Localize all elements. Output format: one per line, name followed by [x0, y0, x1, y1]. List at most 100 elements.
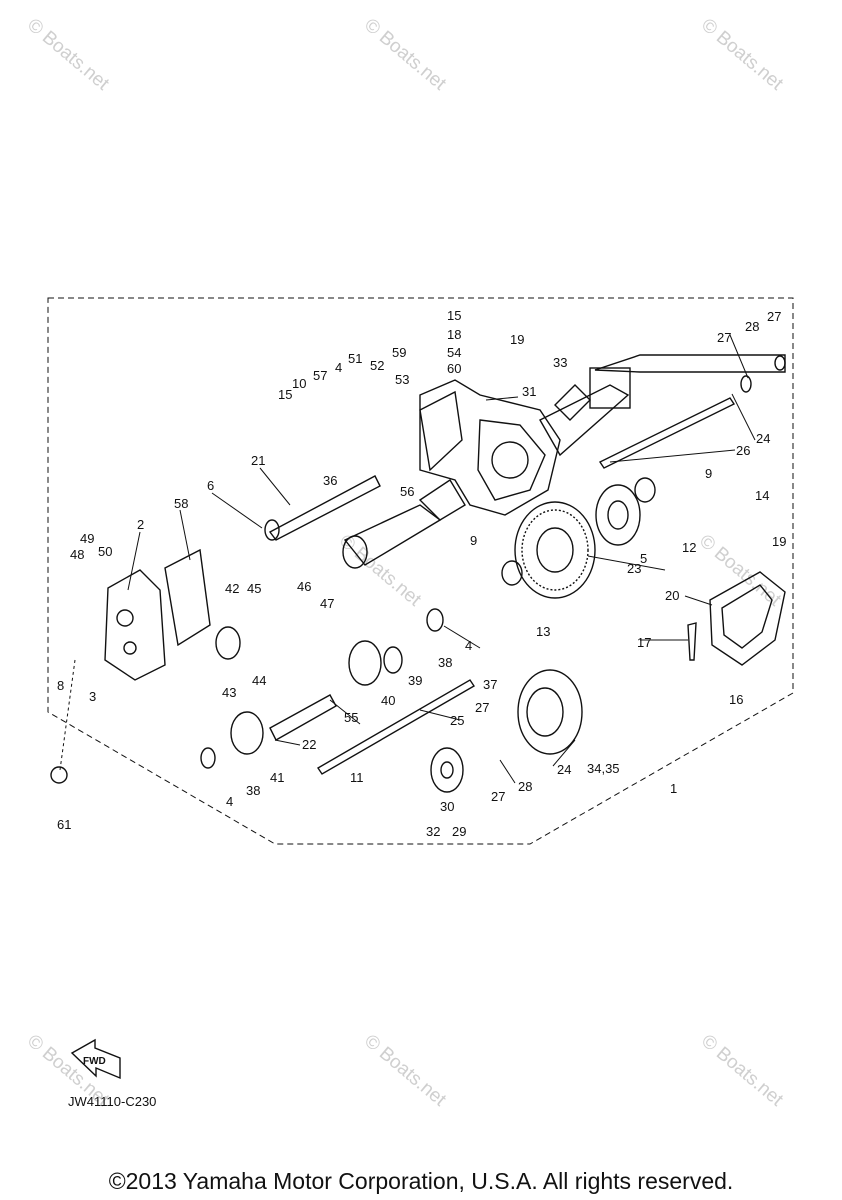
- gear-39: [383, 646, 403, 674]
- callout: 32: [426, 824, 440, 839]
- callout: 43: [222, 685, 236, 700]
- callout: 29: [452, 824, 466, 839]
- callout: 16: [729, 692, 743, 707]
- diagram-code: JW41110-C230: [68, 1094, 157, 1109]
- callout: 31: [522, 384, 536, 399]
- callout: 14: [755, 488, 769, 503]
- callout: 50: [98, 544, 112, 559]
- callout: 39: [408, 673, 422, 688]
- callout: 6: [207, 478, 214, 493]
- shaft-22: [269, 694, 337, 741]
- callout: 15: [447, 308, 461, 323]
- gear-41: [230, 711, 264, 755]
- callout: 34,35: [587, 761, 620, 776]
- callout: 59: [392, 345, 406, 360]
- callout: 20: [665, 588, 679, 603]
- callout: 12: [682, 540, 696, 555]
- callout: 52: [370, 358, 384, 373]
- callout: 13: [536, 624, 550, 639]
- callout: 3: [89, 689, 96, 704]
- rear-cover-20: [709, 571, 786, 666]
- callout: 19: [510, 332, 524, 347]
- callout: 41: [270, 770, 284, 785]
- transmission-case-cover-2: [104, 569, 166, 681]
- rear-axle-26: [598, 397, 736, 469]
- gear-42: [215, 626, 241, 660]
- bearing-4: [426, 608, 444, 632]
- output-shaft-21: [268, 475, 381, 541]
- callout: 17: [637, 635, 651, 650]
- fwd-arrow-icon: FWD: [70, 1038, 121, 1080]
- callout: 47: [320, 596, 334, 611]
- bearing-9b: [501, 560, 523, 586]
- gear-40: [348, 640, 382, 686]
- callout: 48: [70, 547, 84, 562]
- wheel-hub-29: [430, 747, 464, 793]
- leader-61: [59, 659, 76, 771]
- callout: 15: [278, 387, 292, 402]
- callout: 38: [438, 655, 452, 670]
- ring-gear-23: [514, 501, 596, 599]
- gasket-58: [164, 548, 211, 647]
- callout: 45: [247, 581, 261, 596]
- rear-axle-25: [317, 679, 475, 775]
- copyright-notice: ©2013 Yamaha Motor Corporation, U.S.A. A…: [108, 1168, 734, 1194]
- callout: 36: [323, 473, 337, 488]
- callout: 60: [447, 361, 461, 376]
- callout: 4: [335, 360, 342, 375]
- callout: 28: [745, 319, 759, 334]
- callout: 37: [483, 677, 497, 692]
- callout: 2: [137, 517, 144, 532]
- callout: 46: [297, 579, 311, 594]
- callout: 33: [553, 355, 567, 370]
- callout: 11: [350, 770, 364, 785]
- seal-24: [740, 375, 752, 393]
- callout: 24: [756, 431, 770, 446]
- callout: 44: [252, 673, 266, 688]
- leader-lines: [127, 334, 756, 784]
- callout: 4: [465, 638, 472, 653]
- callout: 9: [470, 533, 477, 548]
- callout: 54: [447, 345, 461, 360]
- bearing-4b: [200, 747, 216, 769]
- callout: 22: [302, 737, 316, 752]
- callout: 38: [246, 783, 260, 798]
- callout: 27: [717, 330, 731, 345]
- bearing-6: [264, 519, 280, 541]
- callout: 57: [313, 368, 327, 383]
- callout: 42: [225, 581, 239, 596]
- callout: 25: [450, 713, 464, 728]
- callout: 30: [440, 799, 454, 814]
- callout: 53: [395, 372, 409, 387]
- callout: 51: [348, 351, 362, 366]
- callout: 1: [670, 781, 677, 796]
- callout: 27: [475, 700, 489, 715]
- callout: 5: [640, 551, 647, 566]
- callout: 24: [557, 762, 571, 777]
- callout: 21: [251, 453, 265, 468]
- callout: 49: [80, 531, 94, 546]
- transaxle-housing: [419, 379, 561, 516]
- fwd-label: FWD: [83, 1056, 106, 1067]
- callout: 58: [174, 496, 188, 511]
- callout: 61: [57, 817, 71, 832]
- callout: 10: [292, 376, 306, 391]
- brake-drum-34: [517, 669, 583, 755]
- callout: 56: [400, 484, 414, 499]
- callout: 19: [772, 534, 786, 549]
- axle-tube-left: [342, 479, 466, 569]
- assembly-outline: [47, 297, 794, 845]
- o-ring-61: [50, 766, 68, 784]
- ring-27: [774, 355, 786, 371]
- callout: 40: [381, 693, 395, 708]
- callout: 27: [767, 309, 781, 324]
- callout: 9: [705, 466, 712, 481]
- callout: 8: [57, 678, 64, 693]
- callout: 26: [736, 443, 750, 458]
- axle-tube-right: [539, 354, 786, 457]
- bearing-9a: [634, 477, 656, 503]
- callout: 27: [491, 789, 505, 804]
- callout: 28: [518, 779, 532, 794]
- differential-5: [595, 484, 641, 546]
